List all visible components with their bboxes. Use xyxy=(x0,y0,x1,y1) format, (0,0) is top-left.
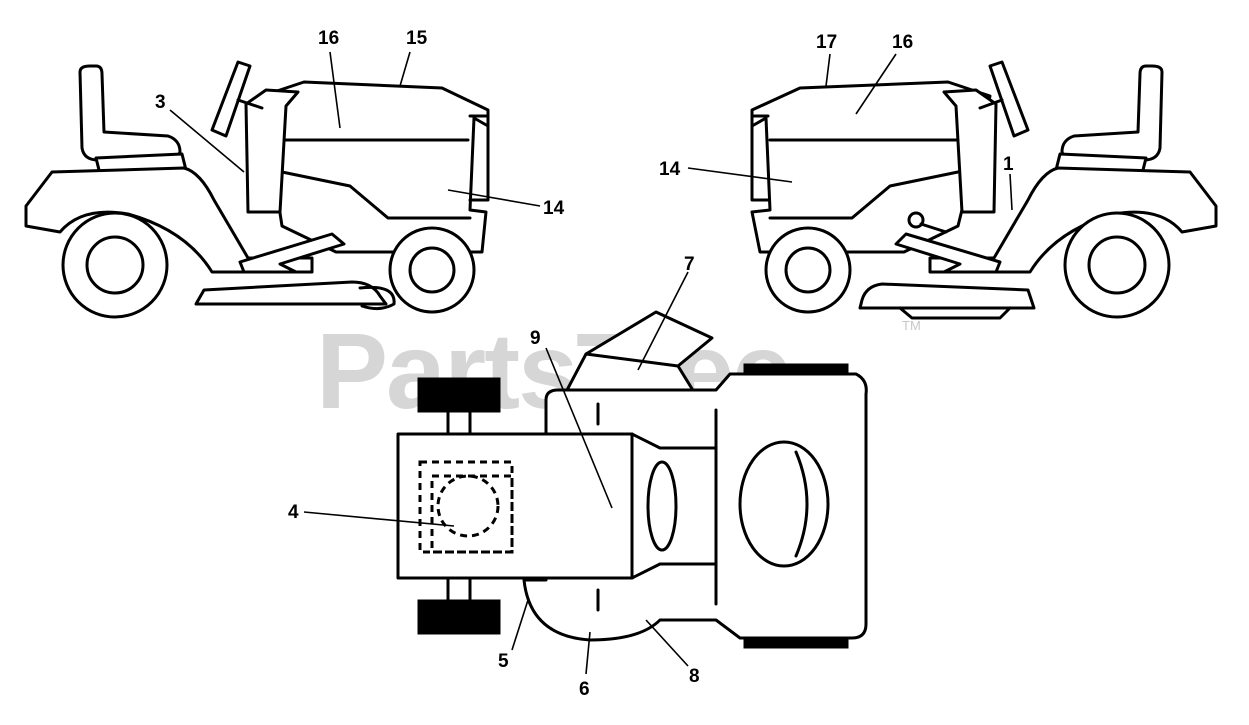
right-rear-hub xyxy=(1087,235,1147,295)
left-dash-column xyxy=(244,88,300,214)
left-side-view xyxy=(24,60,490,319)
leader-lines xyxy=(169,51,1013,675)
callout-16-left: 16 xyxy=(318,28,339,49)
callout-1: 1 xyxy=(1003,154,1014,175)
callout-8: 8 xyxy=(689,666,700,687)
left-footrest xyxy=(238,232,346,274)
right-steering-wheel xyxy=(988,60,1030,138)
right-hood-grille xyxy=(750,114,770,202)
top-front-bumper-upper xyxy=(743,363,849,373)
callout-14-right: 14 xyxy=(659,159,681,180)
left-seat-back xyxy=(78,64,182,162)
top-seat-circle xyxy=(436,474,500,538)
callout-16-right: 16 xyxy=(892,32,913,53)
right-deck-skirt xyxy=(898,306,1012,320)
callout-6: 6 xyxy=(579,679,590,700)
top-hood-oval xyxy=(738,440,830,568)
top-chute-line xyxy=(584,352,680,368)
right-side-view xyxy=(750,60,1218,320)
right-seat-back xyxy=(1060,64,1164,162)
callout-7: 7 xyxy=(684,254,695,275)
left-front-hub xyxy=(408,246,456,294)
left-rear-hub xyxy=(85,235,145,295)
top-steering-oval xyxy=(646,460,678,552)
callout-17: 17 xyxy=(816,32,837,53)
right-rear-fender xyxy=(928,166,1218,274)
left-front-wheel xyxy=(388,226,476,314)
right-steering-shaft xyxy=(978,98,1004,110)
top-front-bumper-lower xyxy=(743,639,849,649)
right-lever xyxy=(919,222,948,234)
left-mower-deck xyxy=(194,280,388,306)
right-dash-column xyxy=(942,88,998,214)
top-rear-tire-lower xyxy=(417,599,501,635)
right-hood xyxy=(750,80,992,254)
left-hood-grille xyxy=(468,114,490,202)
top-rear-axles xyxy=(446,410,472,602)
right-lever-knob xyxy=(907,211,925,229)
right-mower-deck xyxy=(858,282,1036,310)
left-steering-wheel xyxy=(210,60,252,138)
top-rear-body xyxy=(396,432,634,580)
callout-9: 9 xyxy=(530,328,541,349)
left-deck-chute xyxy=(358,285,396,311)
callout-4: 4 xyxy=(288,502,299,523)
right-footrest xyxy=(894,232,1002,274)
callout-15: 15 xyxy=(406,28,428,49)
callout-5: 5 xyxy=(498,651,509,672)
right-rear-wheel xyxy=(1063,211,1171,319)
top-view xyxy=(396,310,868,649)
callout-3: 3 xyxy=(155,92,166,113)
left-hood-lower-line xyxy=(280,138,472,220)
left-steering-shaft xyxy=(236,98,264,110)
left-rear-wheel xyxy=(61,211,169,319)
top-rear-tire-upper xyxy=(417,377,501,413)
top-hood-oval-inner xyxy=(794,450,809,558)
callout-14-left: 14 xyxy=(543,198,565,219)
watermark-trademark: TM xyxy=(902,318,921,333)
right-hood-lower-line xyxy=(768,138,960,220)
right-front-hub xyxy=(784,246,832,294)
left-rear-fender xyxy=(24,166,314,274)
left-hood xyxy=(260,80,490,254)
right-front-wheel xyxy=(764,226,852,314)
